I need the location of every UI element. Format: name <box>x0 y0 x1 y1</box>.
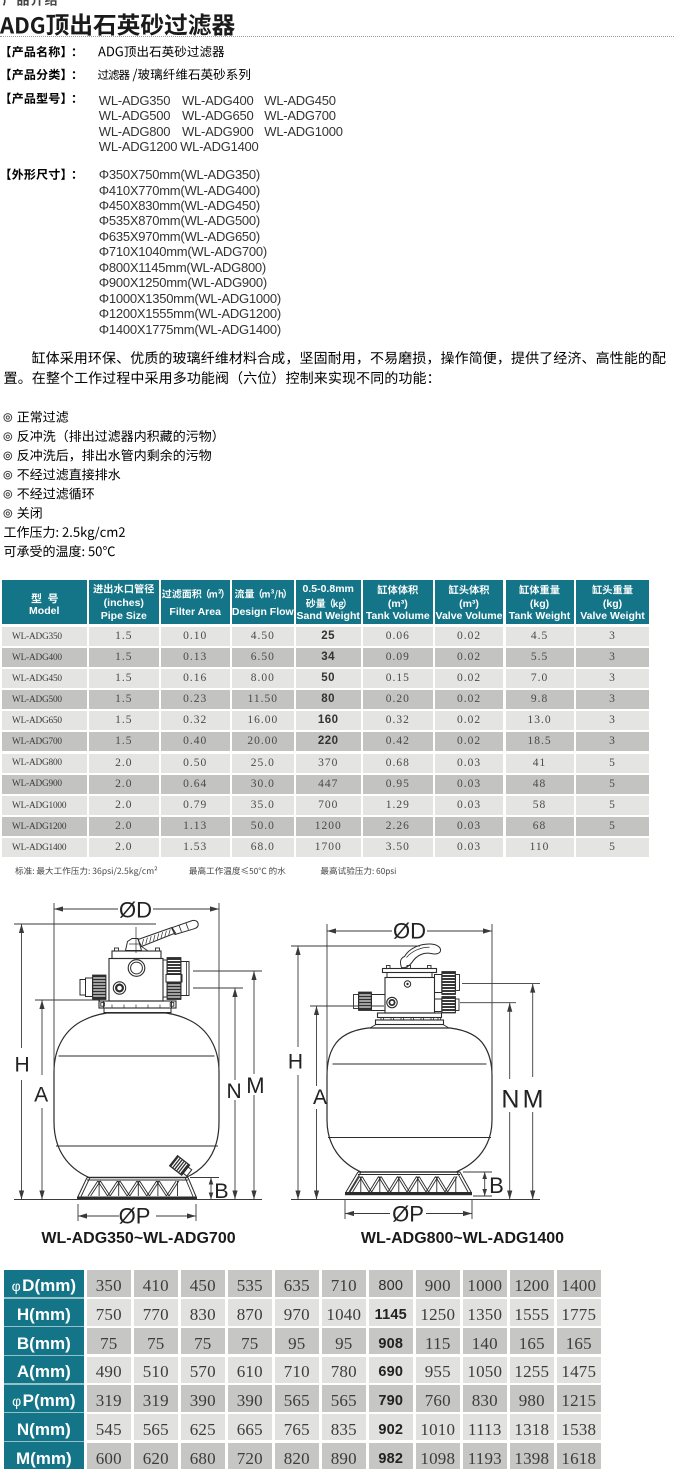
svg-text:N: N <box>227 1080 242 1103</box>
svg-text:ØP: ØP <box>392 1202 424 1227</box>
svg-text:A: A <box>34 1083 48 1106</box>
svg-text:ØP: ØP <box>119 1204 151 1229</box>
svg-text:A: A <box>313 1086 327 1109</box>
svg-text:B: B <box>489 1173 504 1198</box>
svg-text:B: B <box>214 1179 228 1203</box>
svg-text:H: H <box>288 1051 303 1074</box>
svg-text:ØD: ØD <box>119 898 152 923</box>
svg-text:M: M <box>523 1086 544 1114</box>
svg-text:H: H <box>15 1054 30 1077</box>
svg-text:ØD: ØD <box>393 919 426 944</box>
svg-text:M: M <box>246 1073 264 1098</box>
svg-text:N: N <box>501 1086 519 1114</box>
